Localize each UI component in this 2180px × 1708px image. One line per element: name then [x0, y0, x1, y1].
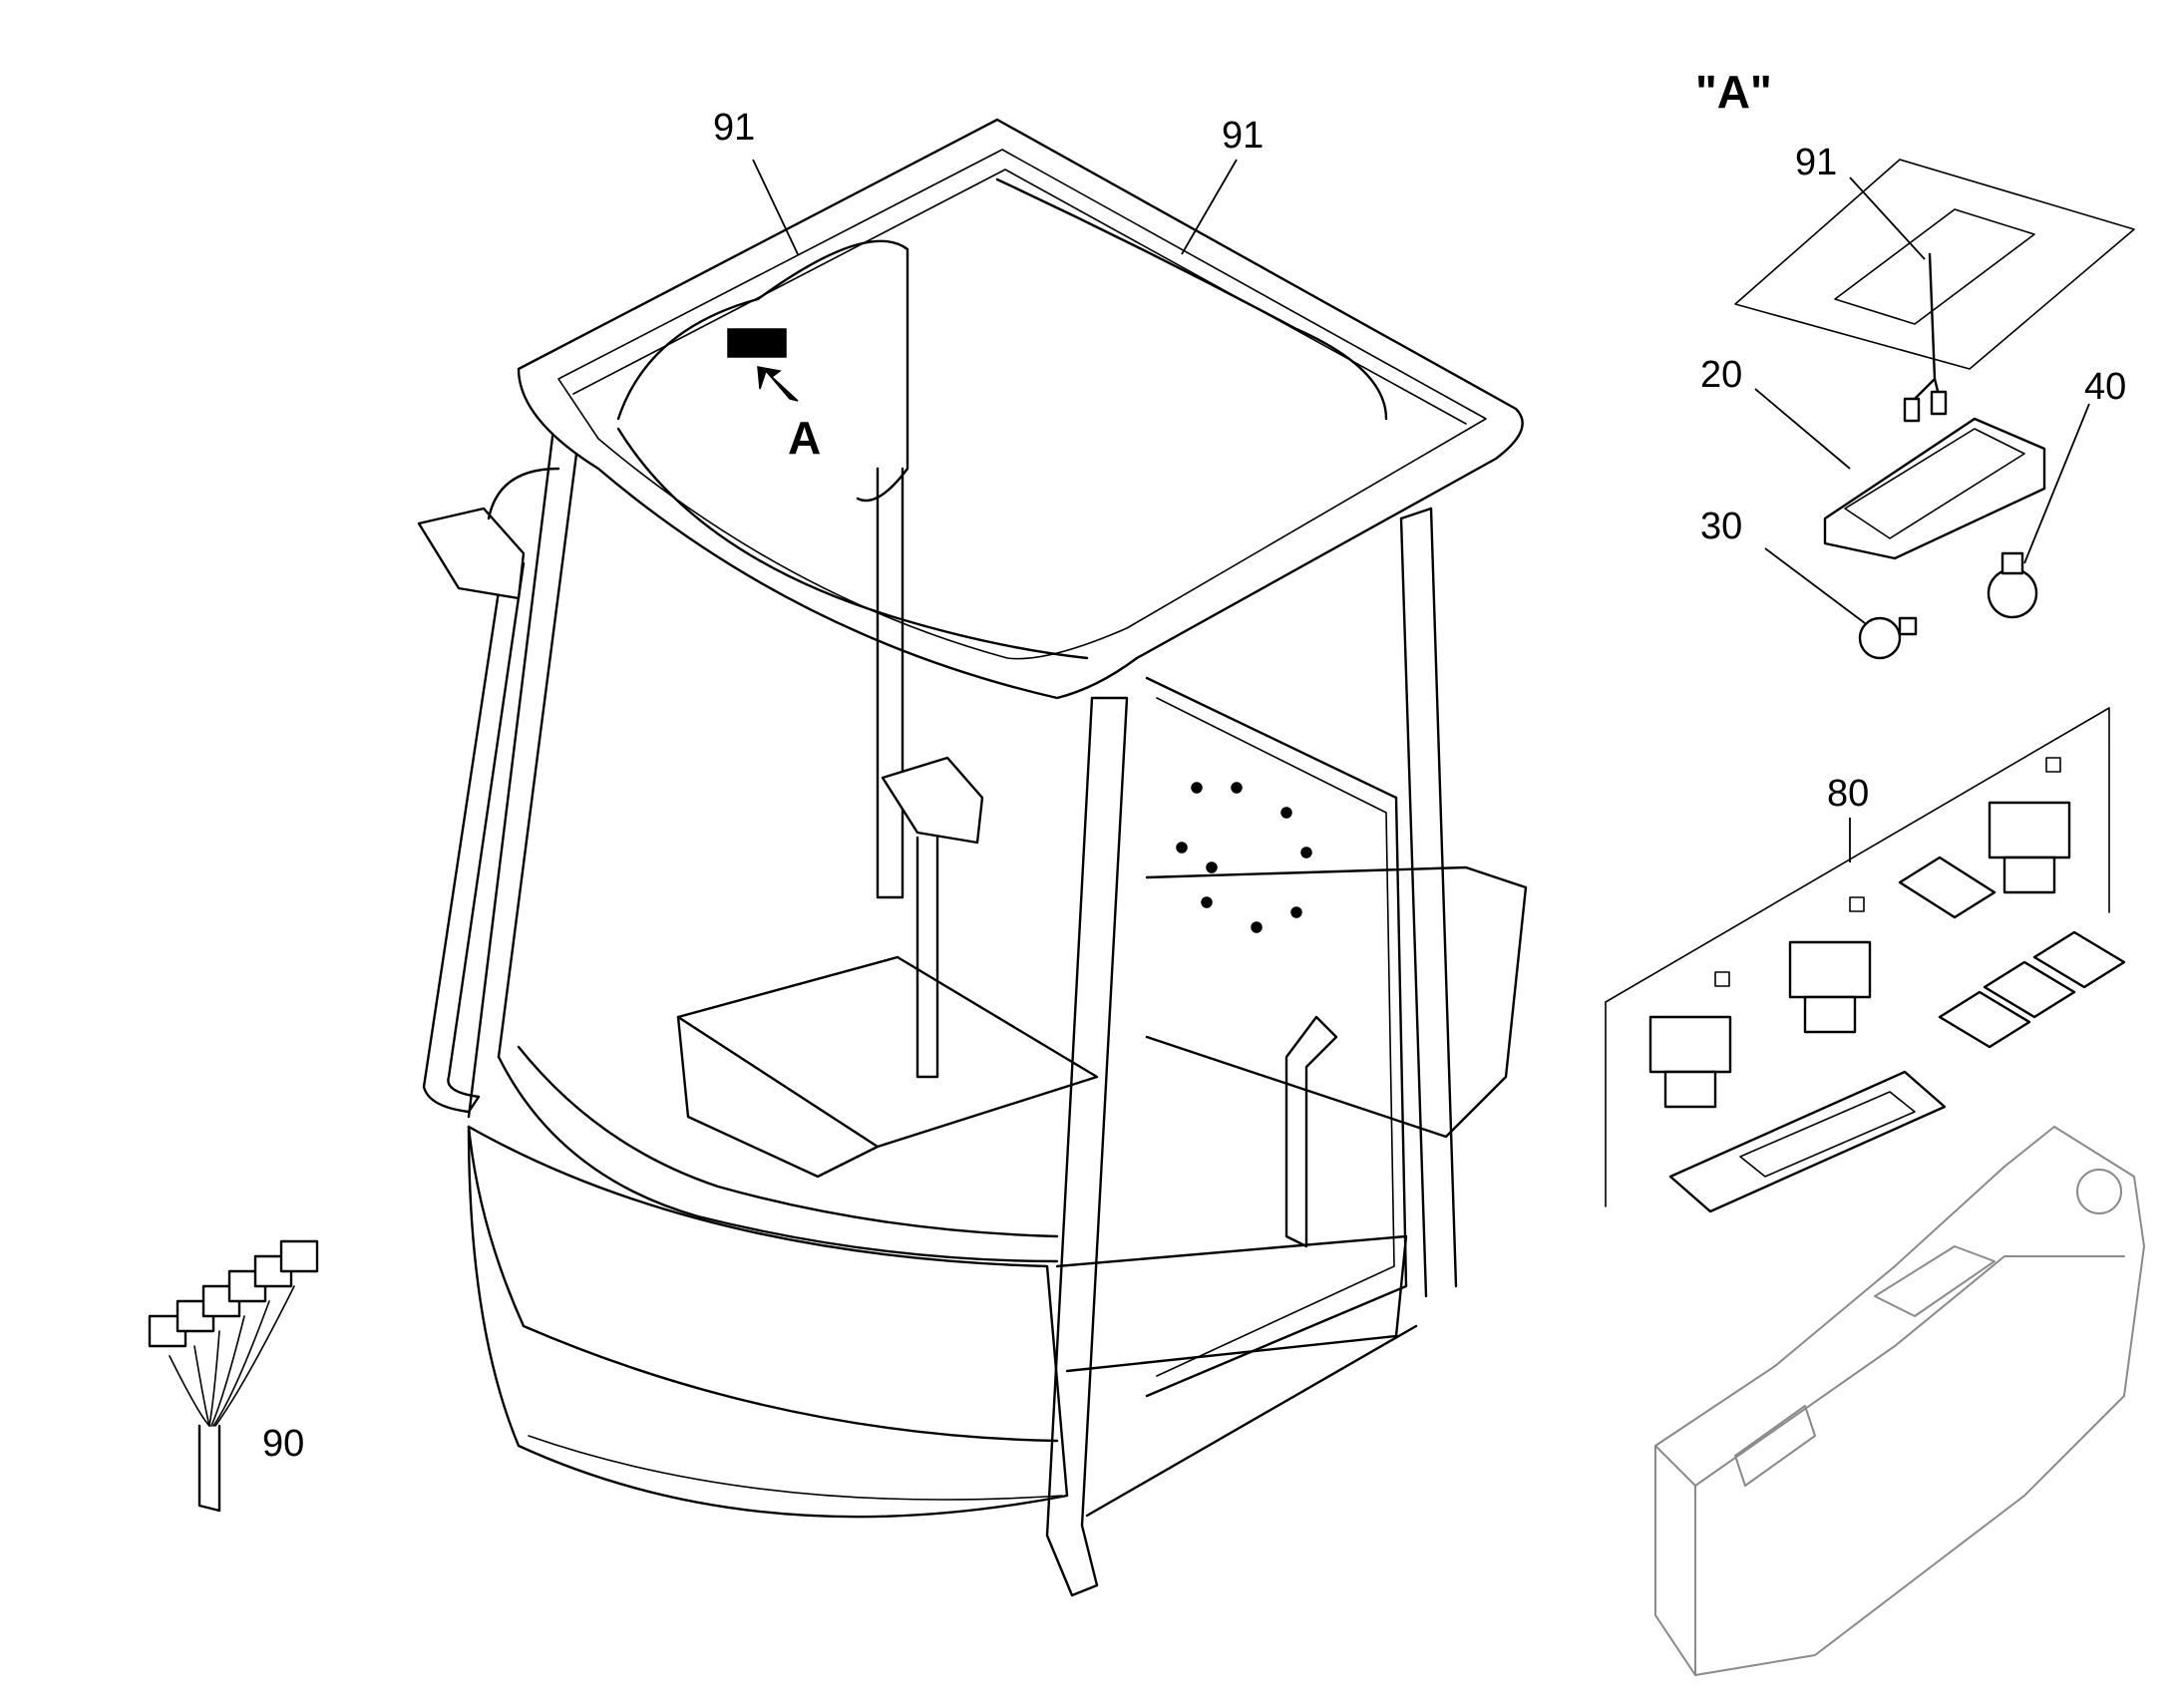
cab-roof-inner [557, 149, 1487, 660]
callout-harness-left: 91 [713, 107, 755, 149]
switch-blank-plate [1898, 855, 1997, 919]
switch-cover-plate-inner [1739, 1091, 1916, 1178]
connector-harness [148, 1239, 319, 1513]
dome-lamp [1823, 417, 2046, 560]
leader-dome-lamp [1754, 388, 1851, 470]
callout-detail-harness: 91 [1795, 142, 1837, 183]
seat-box [676, 955, 1099, 1149]
left-work-light-arm [487, 467, 560, 520]
cab-front-lower-curve-2 [517, 1045, 1059, 1238]
leader-large-bulb [2023, 403, 2090, 564]
cab-roof-rim [572, 169, 1467, 425]
cab-base-rim [467, 1125, 1059, 1443]
cab-pillar-rear-right-3 [1399, 507, 1433, 520]
cab-roof-outer [517, 118, 1524, 700]
rear-work-light [881, 756, 984, 845]
left-work-light [417, 507, 526, 600]
roof-harness-drop [876, 467, 905, 899]
cab-front-frame-left [467, 427, 555, 1119]
leader-harness-left [752, 159, 799, 255]
detail-plug-1 [1903, 397, 1921, 423]
rear-light-post [915, 836, 939, 1079]
rocker-switch-1 [1648, 971, 1732, 1109]
cab-assembly [417, 118, 1528, 1597]
cab-base-line [528, 1435, 1063, 1501]
switch-cover-plate [1668, 1070, 1947, 1213]
left-side-rail [422, 556, 526, 1114]
cab-front-frame-left-inner [497, 437, 580, 1059]
rear-panel-bolts [1176, 782, 1312, 933]
cab-rear-frame [1145, 676, 1408, 1398]
detail-marker-a: A [788, 412, 821, 464]
large-bulb [1987, 551, 2038, 619]
callout-large-bulb: 40 [2084, 366, 2126, 408]
cab-base-shell [467, 1125, 1069, 1519]
callout-dome-lamp: 20 [1700, 354, 1742, 396]
detail-a-arrow [757, 366, 799, 402]
roof-harness-front [616, 427, 1089, 660]
callout-small-bulb: 30 [1700, 506, 1742, 547]
cab-pillar-rear-right [1399, 516, 1428, 1298]
cab-rear-frame-inner [1156, 697, 1395, 1377]
detail-a-title: "A" [1695, 66, 1772, 118]
cab-front-lower-curve [497, 1055, 1059, 1263]
cab-base-floor-edge [1085, 1324, 1418, 1518]
switch-bezel-2 [1983, 960, 2076, 1019]
roof-connector-block [727, 328, 787, 358]
leader-detail-harness [1849, 176, 1926, 260]
leader-harness-right [1181, 159, 1238, 255]
callout-switch-kit: 80 [1827, 773, 1869, 815]
switch-bezel-1 [2032, 930, 2126, 989]
rear-console-box [1145, 865, 1528, 1139]
detail-a-roof-panel [1734, 159, 2135, 370]
cab-pillar-front-right [1045, 696, 1129, 1597]
callout-harness-right: 91 [1222, 115, 1264, 157]
small-bulb [1858, 616, 1918, 660]
cab-base-right [1055, 1234, 1408, 1373]
callout-connector-harness: 90 [262, 1423, 304, 1465]
armrest-console-ghost [1654, 1126, 2145, 1676]
switch-kit-bracket [1605, 707, 2110, 1207]
rocker-switch-2 [1788, 896, 1872, 1034]
leader-small-bulb [1764, 547, 1866, 624]
detail-plug-2 [1930, 390, 1948, 416]
seat-box-front [676, 1015, 880, 1179]
roof-harness-loop [616, 239, 909, 503]
rocker-switch-3 [1988, 757, 2071, 894]
detail-harness-lead [1928, 252, 1937, 381]
roof-harness-right [995, 177, 1388, 421]
right-handrail [1284, 1015, 1338, 1248]
switch-bezel-3 [1938, 990, 2031, 1049]
cab-pillar-rear-right-2 [1429, 507, 1458, 1288]
